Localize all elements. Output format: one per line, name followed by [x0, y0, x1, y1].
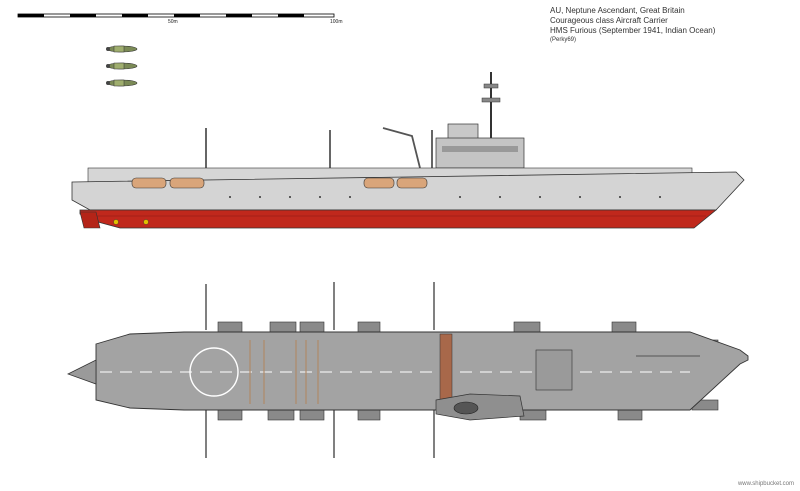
drawing-caption: AU, Neptune Ascendant, Great Britain Cou…	[550, 6, 715, 45]
watermark: www.shipbucket.com	[737, 481, 794, 487]
scale-mid-label: 50m	[168, 19, 178, 25]
caption-line-1: AU, Neptune Ascendant, Great Britain	[550, 6, 685, 15]
caption-credit: (Perky69)	[550, 37, 577, 43]
caption-line-3: HMS Furious (September 1941, Indian Ocea…	[550, 26, 716, 35]
plan-view	[66, 282, 749, 458]
scale-end-label: 100m	[330, 19, 343, 25]
aircraft-icons	[106, 45, 138, 87]
side-profile	[71, 72, 745, 229]
scale-bar	[17, 13, 335, 18]
caption-line-2: Courageous class Aircraft Carrier	[550, 16, 668, 25]
